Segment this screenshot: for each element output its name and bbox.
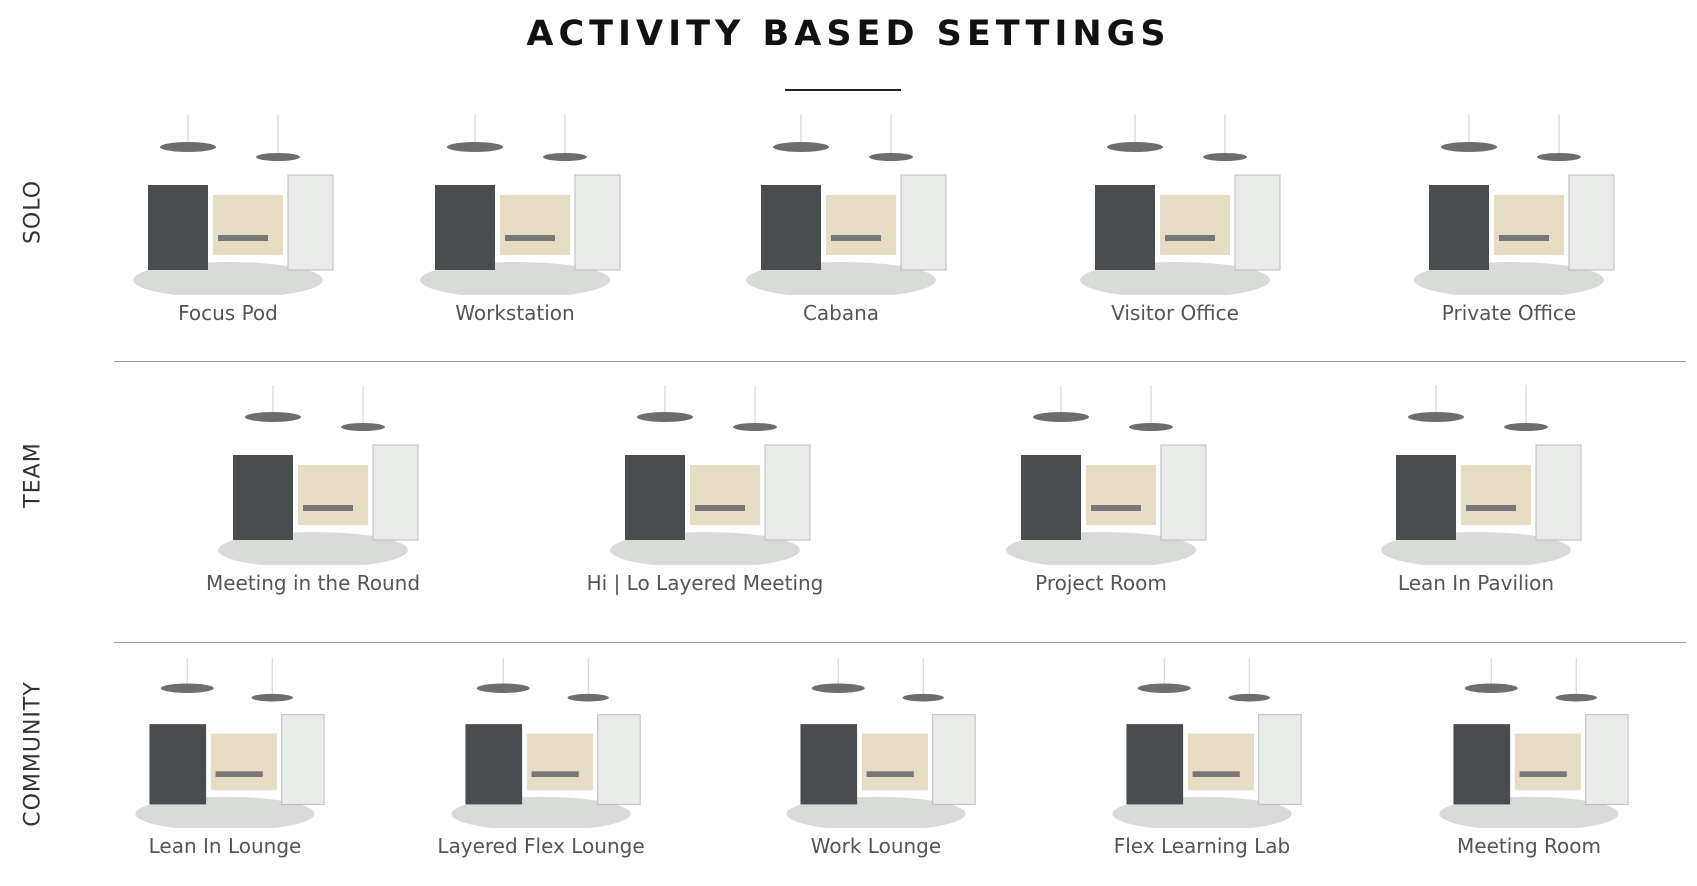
meeting-in-the-round-illustration [217,385,419,565]
setting-label: Meeting Room [1457,834,1601,858]
setting-label: Lean In Lounge [148,834,302,858]
setting-label: Lean In Pavilion [1397,571,1555,595]
setting-label: Layered Flex Lounge [437,834,645,858]
cabana-illustration [745,115,947,295]
setting-label: Cabana [802,301,880,325]
flex-learning-lab-illustration [1111,658,1302,828]
layered-flex-lounge-illustration [450,658,641,828]
setting-work-lounge: Work Lounge [726,658,1026,858]
row-label-solo: SOLO [20,179,46,245]
setting-label: Hi | Lo Layered Meeting [586,571,824,595]
page-title: ACTIVITY BASED SETTINGS [526,14,1171,54]
setting-lean-in-pavilion: Lean In Pavilion [1326,385,1626,595]
lean-in-lounge-illustration [134,658,325,828]
divider-team-community [114,642,1686,643]
lean-in-pavilion-illustration [1380,385,1582,565]
setting-visitor-office: Visitor Office [1025,115,1325,325]
row-label-community: COMMUNITY [20,681,46,827]
setting-hi-lo-layered-meeting: Hi | Lo Layered Meeting [555,385,855,595]
title-underline [785,89,901,91]
visitor-office-illustration [1079,115,1281,295]
workstation-illustration [419,115,621,295]
setting-layered-flex-lounge: Layered Flex Lounge [391,658,691,858]
setting-workstation: Workstation [365,115,665,325]
setting-focus-pod: Focus Pod [78,115,378,325]
meeting-room-illustration [1438,658,1629,828]
setting-label: Flex Learning Lab [1113,834,1291,858]
setting-label: Work Lounge [810,834,942,858]
setting-meeting-room: Meeting Room [1379,658,1679,858]
work-lounge-illustration [785,658,976,828]
setting-meeting-in-the-round: Meeting in the Round [163,385,463,595]
setting-project-room: Project Room [951,385,1251,595]
hi-lo-layered-meeting-illustration [609,385,811,565]
project-room-illustration [1005,385,1207,565]
private-office-illustration [1413,115,1615,295]
setting-label: Workstation [455,301,575,325]
setting-flex-learning-lab: Flex Learning Lab [1052,658,1352,858]
setting-private-office: Private Office [1359,115,1659,325]
setting-lean-in-lounge: Lean In Lounge [75,658,375,858]
setting-label: Project Room [1035,571,1167,595]
setting-cabana: Cabana [691,115,991,325]
setting-label: Meeting in the Round [205,571,421,595]
focus-pod-illustration [132,115,334,295]
divider-solo-team [114,361,1686,362]
setting-label: Private Office [1441,301,1577,325]
setting-label: Focus Pod [178,301,278,325]
setting-label: Visitor Office [1111,301,1239,325]
row-label-team: TEAM [20,442,46,508]
